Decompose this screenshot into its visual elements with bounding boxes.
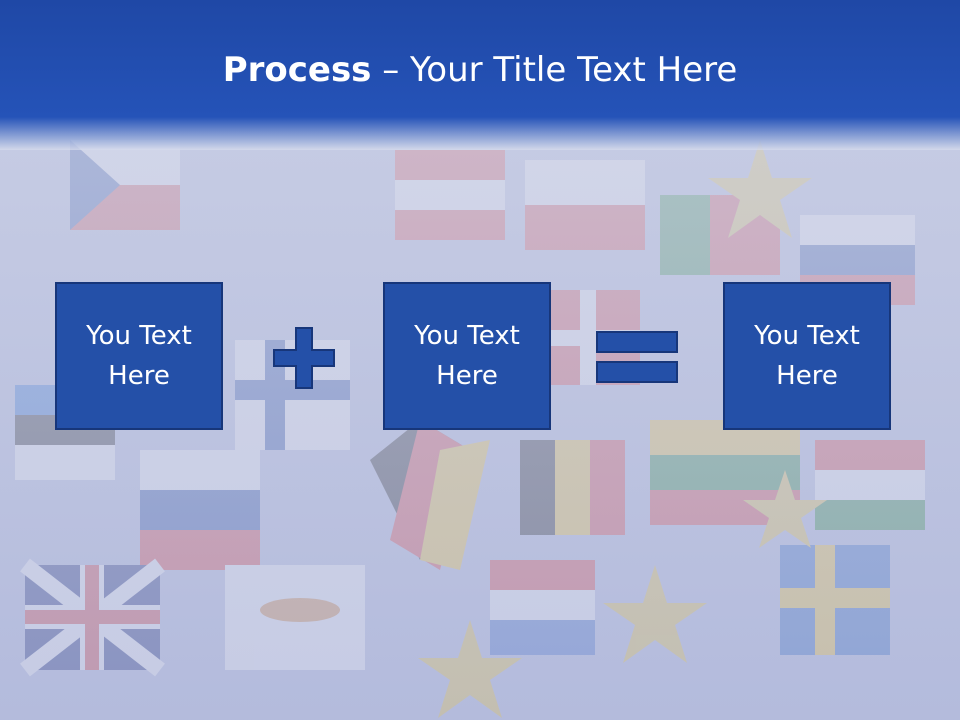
process-box-2[interactable]: You Text Here xyxy=(383,282,551,430)
equals-icon xyxy=(596,331,678,383)
title-rest: – Your Title Text Here xyxy=(371,50,738,90)
process-box-2-label: You Text Here xyxy=(414,321,520,391)
process-box-3[interactable]: You Text Here xyxy=(723,282,891,430)
background-wash xyxy=(0,150,960,720)
process-box-3-label: You Text Here xyxy=(754,321,860,391)
plus-icon xyxy=(273,327,335,389)
process-box-1[interactable]: You Text Here xyxy=(55,282,223,430)
title-banner xyxy=(0,0,960,150)
process-box-1-label: You Text Here xyxy=(86,321,192,391)
title-bold: Process xyxy=(222,50,372,90)
slide-title: Process – Your Title Text Here xyxy=(0,50,960,90)
